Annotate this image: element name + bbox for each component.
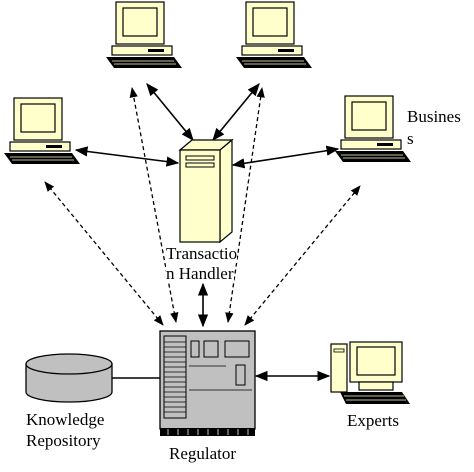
desktop-computer-icon xyxy=(334,95,412,163)
transaction-label-line2: n Handler xyxy=(166,264,234,283)
experts-label: Experts xyxy=(347,411,399,430)
desktop-computer-icon xyxy=(3,97,81,165)
link-regulator-left-pc xyxy=(44,181,164,326)
desktop-computer-icon xyxy=(235,1,313,69)
knowledge-label-line2: Repository xyxy=(26,431,101,450)
business-pc-right xyxy=(334,95,412,163)
link-server-right-pc xyxy=(231,145,340,169)
desktop-computer-icon xyxy=(330,341,410,404)
transaction-server-icon xyxy=(178,138,234,244)
business-label-line1: Busines xyxy=(407,107,461,126)
solid-links xyxy=(74,83,340,382)
regulator-label: Regulator xyxy=(169,444,237,463)
regulator-mainframe-icon xyxy=(159,330,256,436)
transaction-label-line1: Transactio xyxy=(166,244,238,263)
link-server-top-right-pc xyxy=(212,83,260,141)
business-pc-left xyxy=(3,97,81,165)
link-regulator-top-left-pc xyxy=(129,86,179,324)
business-label-line2: s xyxy=(407,129,414,148)
link-server-top-left-pc xyxy=(146,83,194,141)
expert-pc xyxy=(330,341,410,404)
business-pc-top-left xyxy=(105,1,183,69)
link-regulator-top-right-pc xyxy=(225,86,265,324)
link-regulator-right-pc xyxy=(244,185,361,326)
database-cylinder-icon xyxy=(25,353,113,403)
link-server-left-pc xyxy=(74,146,180,167)
business-pc-top-right xyxy=(235,1,313,69)
desktop-computer-icon xyxy=(105,1,183,69)
knowledge-label-line1: Knowledge xyxy=(26,410,105,429)
